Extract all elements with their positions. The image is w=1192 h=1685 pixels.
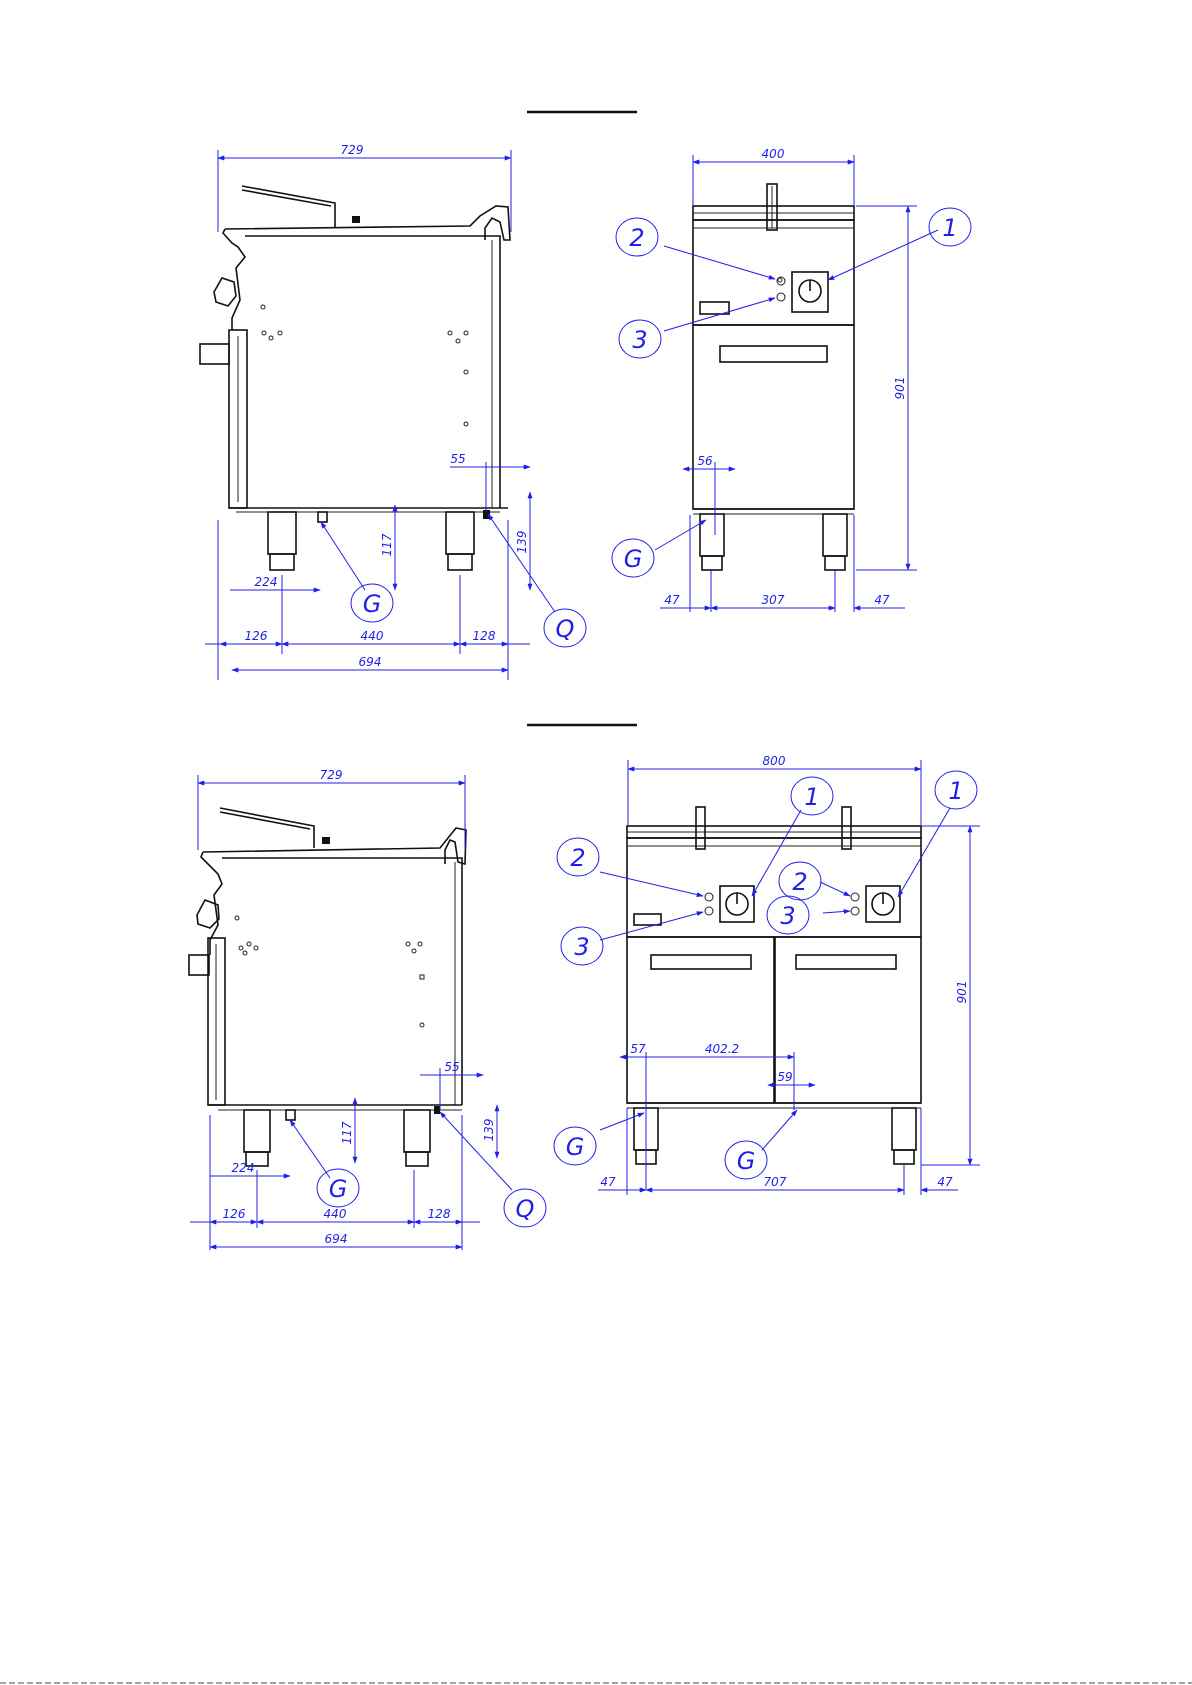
double-side-labels: 729 55 139 117 224 126 440 128 694 G Q — [223, 768, 535, 1246]
double-front-view — [627, 807, 921, 1164]
callout-double-front-3a: 3 — [574, 933, 589, 961]
dim-double-side-depth: 694 — [325, 1232, 348, 1246]
dim-single-front-leg-span: 307 — [762, 593, 785, 607]
callout-double-front-2a: 2 — [570, 844, 585, 872]
callout-double-front-gb: G — [737, 1147, 756, 1175]
dim-double-front-left-edge: 47 — [600, 1175, 616, 1189]
dim-double-front-height: 901 — [955, 981, 969, 1004]
single-side-view — [200, 186, 510, 570]
dim-double-front-left-offset: 57 — [630, 1042, 646, 1056]
dim-single-side-width: 729 — [341, 143, 364, 157]
dim-single-side-height-g: 117 — [380, 533, 394, 556]
dim-single-side-leg-span: 440 — [361, 629, 384, 643]
dim-double-side-height-g: 117 — [340, 1121, 354, 1144]
callout-double-side-g: G — [329, 1175, 348, 1203]
callout-double-front-3b: 3 — [780, 902, 795, 930]
callout-double-front-ga: G — [566, 1133, 585, 1161]
double-front-labels: 800 901 57 402.2 59 47 707 47 2 3 1 2 3 … — [566, 754, 969, 1189]
dim-single-side-front-leg: 126 — [245, 629, 268, 643]
dim-double-side-height-q: 139 — [482, 1119, 496, 1142]
callout-single-front-2: 2 — [629, 224, 644, 252]
double-side-view — [189, 808, 466, 1166]
double-side-dimensions — [190, 775, 546, 1250]
dim-double-front-leg-span: 707 — [764, 1175, 787, 1189]
dim-double-front-right-edge: 47 — [937, 1175, 953, 1189]
single-side-dimensions — [205, 150, 586, 680]
dim-double-front-width: 800 — [763, 754, 786, 768]
callout-double-front-1b: 1 — [948, 777, 963, 805]
dim-single-side-g-pos: 224 — [255, 575, 278, 589]
dim-single-front-left-edge: 47 — [664, 593, 680, 607]
callout-double-front-2b: 2 — [792, 868, 807, 896]
dim-double-side-width: 729 — [320, 768, 343, 782]
callout-single-front-g: G — [624, 545, 643, 573]
callout-single-front-3: 3 — [632, 326, 647, 354]
dim-single-front-width: 400 — [762, 147, 785, 161]
dim-single-front-leg-offset: 56 — [697, 454, 713, 468]
dim-single-front-right-edge: 47 — [874, 593, 890, 607]
dim-double-side-front-leg: 126 — [223, 1207, 246, 1221]
callout-single-side-q: Q — [556, 615, 575, 643]
dim-single-side-offset: 55 — [450, 452, 465, 466]
single-front-dimensions — [612, 155, 971, 612]
single-front-view — [693, 184, 854, 570]
dim-double-side-rear-leg: 128 — [428, 1207, 451, 1221]
dim-single-side-rear-leg: 128 — [473, 629, 496, 643]
dim-double-front-middle: 402.2 — [705, 1042, 739, 1056]
dim-double-side-g-pos: 224 — [232, 1161, 255, 1175]
dim-double-side-leg-span: 440 — [324, 1207, 347, 1221]
dim-single-front-height: 901 — [893, 377, 907, 400]
dim-double-side-offset: 55 — [444, 1060, 459, 1074]
dim-single-side-depth: 694 — [359, 655, 382, 669]
dim-single-side-height-q: 139 — [515, 531, 529, 554]
callout-single-front-1: 1 — [942, 214, 957, 242]
callout-double-front-1a: 1 — [804, 783, 819, 811]
dim-double-front-mid-offset: 59 — [777, 1070, 792, 1084]
callout-single-side-g: G — [363, 590, 382, 618]
callout-double-side-q: Q — [516, 1195, 535, 1223]
